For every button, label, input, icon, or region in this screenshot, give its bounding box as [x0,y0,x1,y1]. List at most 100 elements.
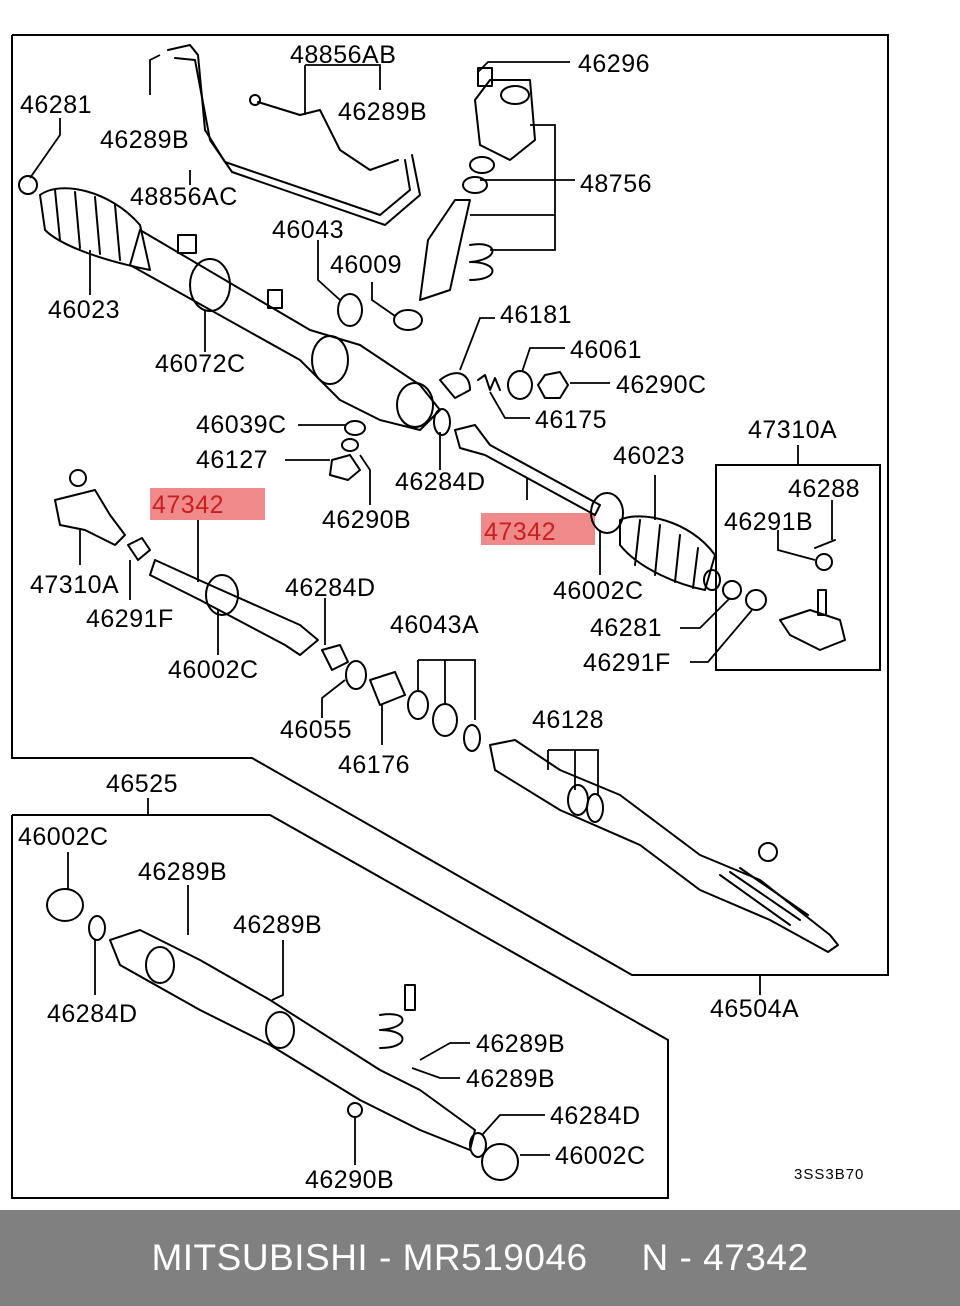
valve-top [500,85,530,105]
label-47342-left: 47342 [152,491,224,519]
label-46290c: 46290C [616,371,707,399]
nut-46291F-right [745,589,767,611]
label-46291f-left: 46291F [86,605,174,633]
valve-fitting [477,67,493,87]
housing-clip [177,234,197,254]
nut-46290B-mid [329,454,361,481]
sub-washer-left [88,915,106,941]
ball-stud-right [817,589,827,616]
footer-ref-prefix: N [641,1237,669,1278]
nut-46291F-left [127,537,151,561]
rack-teeth [719,867,809,926]
label-46289b-sub-2: 46289B [233,911,322,939]
label-46002c-sub-top: 46002C [18,823,109,851]
sub-ring-2 [265,1011,295,1049]
label-46284d-left: 46284D [285,574,376,602]
label-48756: 48756 [580,170,652,198]
castle-nut-46291B [815,553,833,571]
label-46281-top: 46281 [20,91,92,119]
boot-right [619,515,716,591]
label-46290b-mid: 46290B [322,506,411,534]
label-48856ac: 48856AC [130,183,238,211]
tie-rod-end-left [54,489,126,546]
tie-rod-right [454,424,601,516]
label-46176: 46176 [338,751,410,779]
seal-46127 [341,438,359,452]
spring-46175 [477,374,501,391]
label-46127: 46127 [196,446,268,474]
oil-seal-46043 [337,293,363,327]
seal-46043A-3 [463,724,481,752]
valve-seal-2 [462,176,488,194]
label-46023-right: 46023 [613,442,685,470]
highlight-box-left [150,488,265,520]
label-46002c-right: 46002C [553,577,644,605]
label-46289b-1: 46289B [338,98,427,126]
label-46128: 46128 [532,706,604,734]
clamp-left [18,175,38,195]
pinion-shaft [419,199,471,301]
label-46043: 46043 [272,216,344,244]
label-46289b-sub-4: 46289B [466,1065,555,1093]
sub-ring-1 [145,946,175,984]
tie-rod-left [149,559,319,656]
sub-nut-46290B [347,1102,363,1118]
label-46175: 46175 [535,406,607,434]
rack-bar [489,739,839,953]
hose-fitting [249,94,261,106]
washer-46284D-left [321,644,349,671]
tie-rod-end-right [779,609,846,651]
label-47342-right: 47342 [484,518,556,546]
label-46290b-sub: 46290B [305,1166,394,1194]
label-46504a: 46504A [710,995,799,1023]
label-46055: 46055 [280,716,352,744]
clamp-46281-right [722,580,742,600]
label-46525: 46525 [106,770,178,798]
castle-nut-left [69,469,87,487]
diagram-frames [11,34,889,1199]
seal-46043A-2 [432,703,458,737]
label-46009: 46009 [330,251,402,279]
seal-46043A-1 [407,690,429,720]
housing-ring-2 [311,335,349,385]
label-46002c-sub-bottom: 46002C [555,1142,646,1170]
locknut-46290C [537,371,569,399]
label-46023-left: 46023 [48,296,120,324]
boot-left [39,187,151,271]
label-46288: 46288 [788,475,860,503]
valve-body [474,79,536,161]
label-46281-right: 46281 [590,614,662,642]
part-shapes [18,44,846,1181]
drawing-code: 3SS3B70 [794,1166,864,1183]
leader-lines [29,54,833,1165]
sub-clamp-bottom [481,1143,519,1181]
seal-46039C [344,420,366,436]
sub-clamp-top [46,888,84,922]
footer-separator-1: - [368,1237,403,1278]
footer-part-number: MR519046 [402,1237,588,1278]
pressure-hose-b [174,57,421,226]
rack-housing [129,229,441,431]
rack-seal-46128-b [586,793,604,823]
clamp-46002C-left [205,574,239,616]
housing-port [396,382,434,428]
plug-46181 [439,372,471,399]
label-46181: 46181 [500,301,572,329]
footer-spacer [588,1237,642,1279]
label-46002c-left: 46002C [168,656,259,684]
return-pipe [257,101,399,171]
label-46289b-sub-1: 46289B [138,858,227,886]
washer-46284D-mid [433,408,451,436]
label-46039c: 46039C [196,411,287,439]
housing-ring-1 [189,258,231,312]
snap-ring-46055 [345,660,367,690]
sub-pinion-spring [379,1013,404,1049]
label-46284d-sub-left: 46284D [47,1000,138,1028]
label-46289b-2: 46289B [100,126,189,154]
label-46061: 46061 [570,336,642,364]
sub-assembly-frame [11,814,669,1199]
clamp-right [590,492,624,534]
footer-brand: MITSUBISHI [151,1237,369,1278]
part-info-footer: MITSUBISHI - MR519046 N - 47342 [0,1210,960,1306]
label-47310a-right: 47310A [748,416,837,444]
